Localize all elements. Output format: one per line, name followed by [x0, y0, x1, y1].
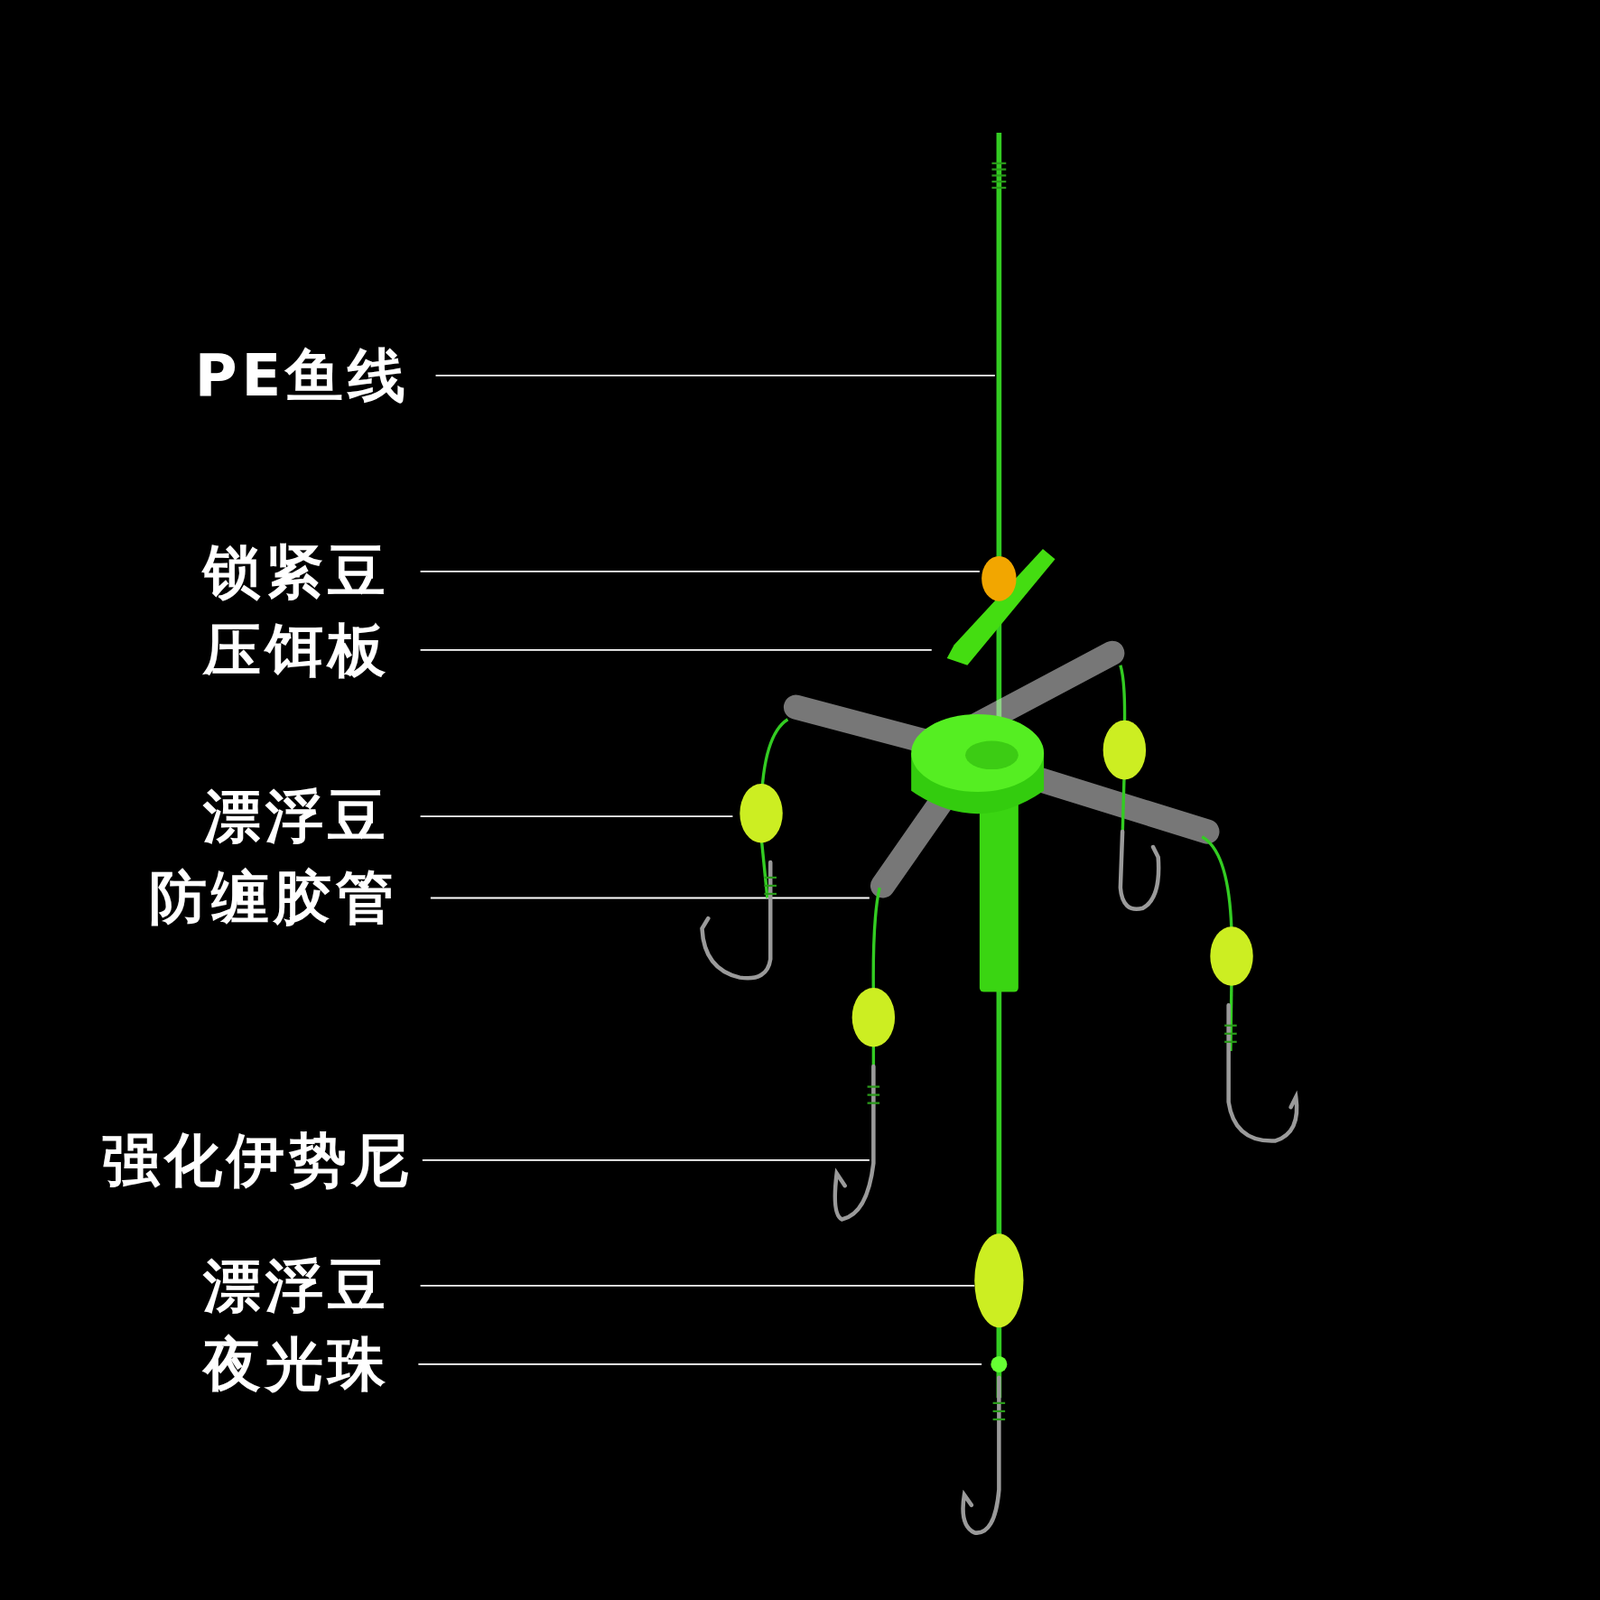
- floats: [739, 720, 1253, 1328]
- branch-lines: [761, 665, 1232, 1107]
- part-label: 漂浮豆: [203, 1256, 391, 1315]
- bait-plate: [947, 548, 1056, 666]
- part-label: PE鱼线: [195, 346, 411, 405]
- whipping: [991, 163, 1006, 188]
- lock-bead: [981, 556, 1016, 602]
- part-label: 强化伊势尼: [102, 1131, 414, 1190]
- part-label: 压饵板: [203, 621, 391, 680]
- leader-lines: [418, 375, 996, 1365]
- glow-bead: [990, 1356, 1007, 1373]
- hook-whippings: [763, 877, 1237, 1420]
- part-label: 锁紧豆: [203, 542, 391, 601]
- hub-top: [911, 714, 1044, 792]
- part-label: 漂浮豆: [203, 787, 391, 846]
- hub-center: [965, 740, 1019, 770]
- part-label: 夜光珠: [203, 1335, 391, 1394]
- hooks: [702, 831, 1298, 1534]
- part-label: 防缠胶管: [148, 868, 399, 927]
